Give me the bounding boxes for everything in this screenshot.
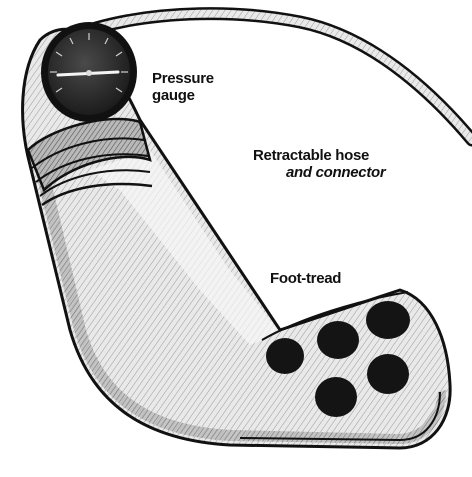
hose-label-line-1: Retractable hose: [253, 147, 385, 164]
foot-tread-label: Foot-tread: [270, 270, 341, 287]
foot-tread-pad-icon: [367, 354, 409, 394]
hose-label-line-2: and connector: [253, 164, 385, 181]
pressure-gauge-label-line-1: Pressure: [152, 70, 214, 87]
foot-tread-pad-icon: [315, 377, 357, 417]
pressure-gauge-label: Pressure gauge: [152, 70, 214, 104]
foot-tread-pad-icon: [266, 338, 304, 374]
foot-tread-pad-icon: [317, 321, 359, 359]
hose-label: Retractable hose and connector: [253, 147, 385, 181]
pressure-gauge-label-line-2: gauge: [152, 87, 214, 104]
pressure-gauge-dial-icon: [41, 22, 137, 122]
foot-tread-pad-icon: [366, 301, 410, 339]
